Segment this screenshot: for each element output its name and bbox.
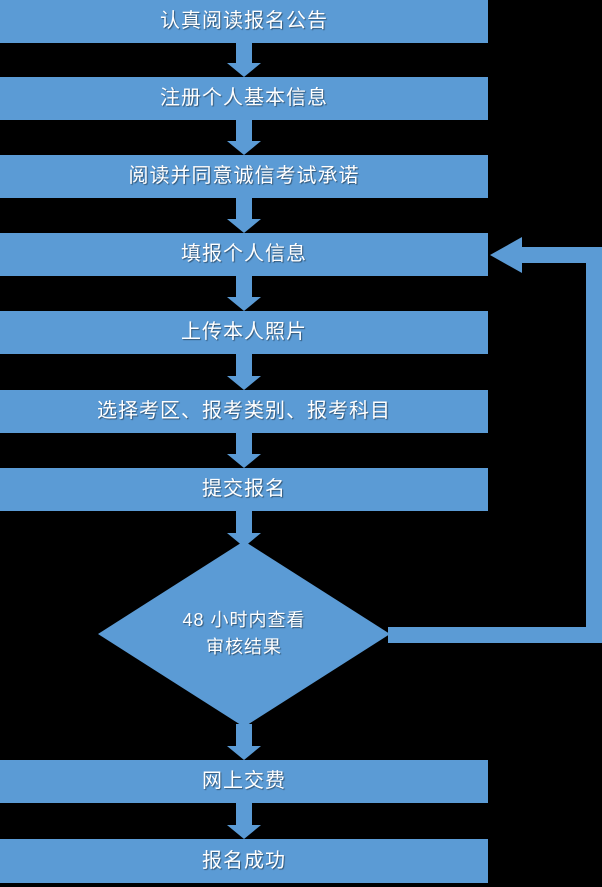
node-label-line-2: 审核结果 [206, 637, 282, 657]
node-online-payment[interactable]: 网上交费 [0, 760, 488, 803]
node-label-block: 48 小时内查看 审核结果 [182, 607, 305, 661]
arrow-n2-to-n3 [227, 120, 261, 155]
node-label: 提交报名 [202, 478, 286, 500]
node-read-announcement[interactable]: 认真阅读报名公告 [0, 0, 488, 43]
feedback-loop-vertical-right [586, 247, 602, 643]
node-label: 注册个人基本信息 [160, 87, 328, 109]
arrow-n9-to-n10 [227, 803, 261, 839]
node-label: 报名成功 [202, 849, 286, 872]
node-label: 选择考区、报考类别、报考科目 [97, 400, 391, 422]
node-upload-photo[interactable]: 上传本人照片 [0, 311, 488, 354]
node-label: 填报个人信息 [181, 243, 307, 265]
arrow-n7-to-n8 [227, 511, 261, 547]
arrow-n5-to-n6 [227, 354, 261, 390]
arrow-n8-to-n9 [227, 724, 261, 760]
arrow-n3-to-n4 [227, 198, 261, 233]
node-label: 网上交费 [202, 770, 286, 792]
arrow-n1-to-n2 [227, 43, 261, 77]
node-submit-application[interactable]: 提交报名 [0, 468, 488, 511]
feedback-loop-horizontal-bottom [388, 627, 596, 643]
node-label: 阅读并同意诚信考试承诺 [128, 165, 360, 187]
feedback-loop-arrowhead [490, 237, 522, 273]
node-fill-personal-info[interactable]: 填报个人信息 [0, 233, 488, 276]
node-label: 认真阅读报名公告 [160, 10, 328, 32]
node-label: 上传本人照片 [181, 321, 307, 343]
feedback-loop-horizontal-top [518, 247, 602, 263]
node-agree-integrity-commitment[interactable]: 阅读并同意诚信考试承诺 [0, 155, 488, 198]
node-register-basic-info[interactable]: 注册个人基本信息 [0, 77, 488, 120]
node-check-review-result-within-48h[interactable]: 48 小时内查看 审核结果 [98, 541, 390, 727]
node-registration-success[interactable]: 报名成功 [0, 839, 488, 883]
node-label-line-1: 48 小时内查看 [182, 610, 306, 630]
arrow-n4-to-n5 [227, 276, 261, 311]
arrow-n6-to-n7 [227, 433, 261, 468]
node-select-exam-region-category-subject[interactable]: 选择考区、报考类别、报考科目 [0, 390, 488, 433]
